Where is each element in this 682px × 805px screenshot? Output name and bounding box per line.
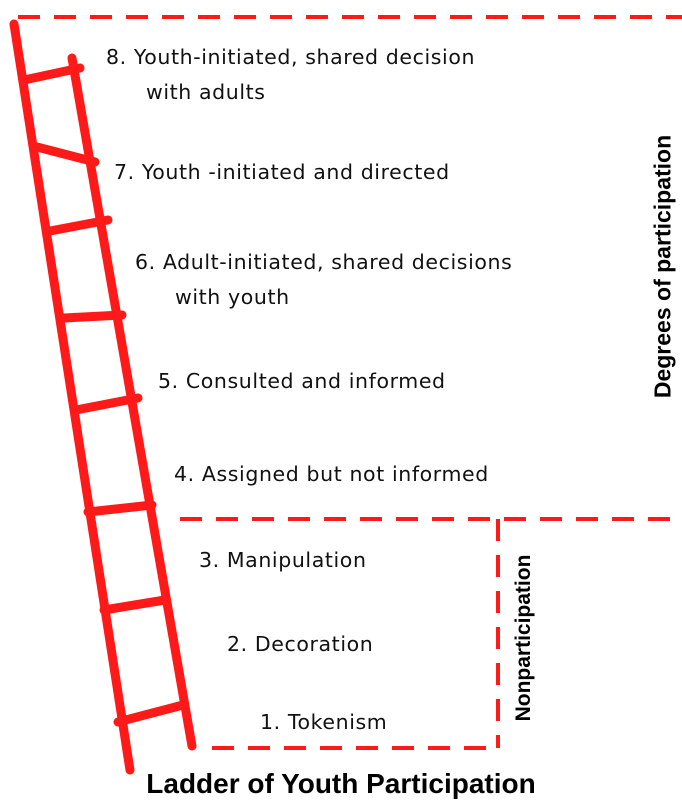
- nonparticipation-label: Nonparticipation: [512, 554, 535, 722]
- ladder-rung: [19, 63, 85, 85]
- step-1-line1: 1. Tokenism: [260, 710, 388, 734]
- step-5: 5. Consulted and informed: [158, 369, 446, 393]
- step-5-line1: 5. Consulted and informed: [158, 369, 446, 393]
- step-6-line1: 6. Adult-initiated, shared decisions: [135, 250, 513, 274]
- ladder-rung: [83, 500, 157, 517]
- step-3: 3. Manipulation: [199, 548, 367, 572]
- step-6: 6. Adult-initiated, shared decisions wit…: [135, 250, 512, 309]
- step-8-line2: with adults: [146, 80, 266, 104]
- ladder-rung: [71, 393, 143, 415]
- step-8: 8. Youth-initiated, shared decision with…: [106, 45, 475, 104]
- step-4-line1: 4. Assigned but not informed: [174, 462, 489, 486]
- step-7: 7. Youth -initiated and directed: [114, 160, 450, 184]
- ladder-rung: [59, 310, 127, 323]
- step-4: 4. Assigned but not informed: [174, 462, 489, 486]
- step-3-line1: 3. Manipulation: [199, 548, 367, 572]
- step-1: 1. Tokenism: [260, 710, 387, 734]
- step-2: 2. Decoration: [227, 632, 373, 656]
- ladder-rung: [113, 700, 188, 727]
- ladder-rung: [99, 595, 170, 615]
- dashed-borders: [18, 15, 682, 750]
- ladder: [9, 19, 197, 775]
- ladder-rung: [32, 142, 100, 167]
- step-6-line2: with youth: [175, 285, 290, 309]
- step-7-line1: 7. Youth -initiated and directed: [114, 160, 450, 184]
- diagram-title: Ladder of Youth Participation: [146, 768, 536, 799]
- ladder-rung: [45, 215, 113, 236]
- degrees-of-participation-label: Degrees of participation: [649, 134, 676, 399]
- step-2-line1: 2. Decoration: [227, 632, 374, 656]
- ladder-left-rail: [9, 19, 135, 775]
- step-8-line1: 8. Youth-initiated, shared decision: [106, 45, 476, 69]
